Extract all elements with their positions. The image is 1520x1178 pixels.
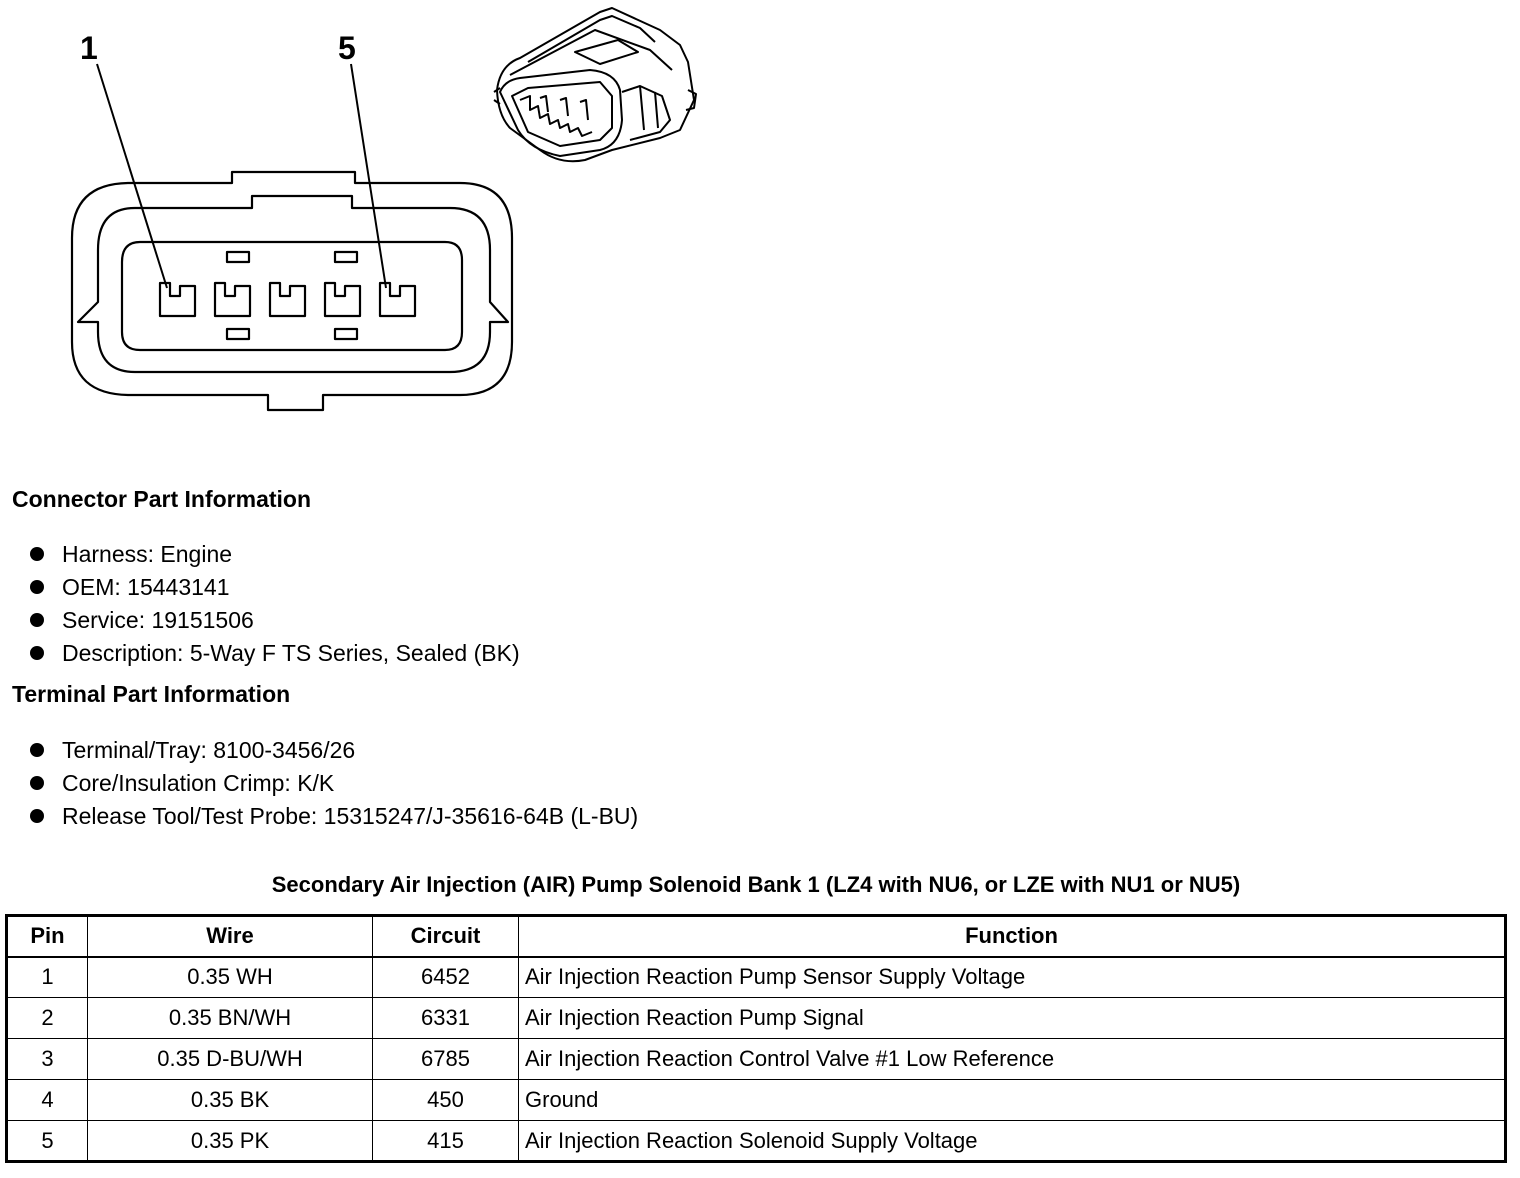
terminal-info-heading: Terminal Part Information — [12, 681, 291, 707]
connector-housing-outline — [70, 170, 514, 412]
header-wire: Wire — [87, 915, 373, 958]
cell-wire: 0.35 BK — [87, 1079, 373, 1121]
table-title: Secondary Air Injection (AIR) Pump Solen… — [271, 872, 1241, 897]
pinout-table: Pin Wire Circuit Function 1 0.35 WH 6452… — [5, 914, 1507, 1163]
terminal-info-item: Terminal/Tray: 8100-3456/26 — [30, 734, 638, 767]
table-row: 1 0.35 WH 6452 Air Injection Reaction Pu… — [6, 956, 1506, 998]
cell-wire: 0.35 PK — [87, 1120, 373, 1162]
terminal-pin-3 — [268, 281, 307, 318]
table-row: 3 0.35 D-BU/WH 6785 Air Injection Reacti… — [6, 1038, 1506, 1080]
callout-leader-1 — [96, 63, 168, 289]
cell-circuit: 6331 — [372, 997, 519, 1039]
cell-function: Air Injection Reaction Pump Sensor Suppl… — [518, 956, 1506, 998]
cell-circuit: 415 — [372, 1120, 519, 1162]
cell-function: Air Injection Reaction Control Valve #1 … — [518, 1038, 1506, 1080]
callout-label-1: 1 — [80, 30, 98, 66]
connector-info-item: OEM: 15443141 — [30, 571, 520, 604]
table-row: 4 0.35 BK 450 Ground — [6, 1079, 1506, 1121]
table-row: 5 0.35 PK 415 Air Injection Reaction Sol… — [6, 1120, 1506, 1162]
cell-function: Air Injection Reaction Solenoid Supply V… — [518, 1120, 1506, 1162]
header-function: Function — [518, 915, 1506, 958]
cell-pin: 3 — [6, 1038, 88, 1080]
cell-circuit: 6785 — [372, 1038, 519, 1080]
terminal-cavity — [120, 240, 464, 352]
table-header-row: Pin Wire Circuit Function — [6, 915, 1506, 958]
connector-info-heading: Connector Part Information — [12, 486, 312, 512]
terminal-pin-4 — [323, 281, 362, 318]
connector-inner-rim — [76, 194, 510, 374]
cell-pin: 4 — [6, 1079, 88, 1121]
connector-info-item: Description: 5-Way F TS Series, Sealed (… — [30, 637, 520, 670]
connector-info-item: Service: 19151506 — [30, 604, 520, 637]
cell-wire: 0.35 BN/WH — [87, 997, 373, 1039]
connector-info-item: Harness: Engine — [30, 538, 520, 571]
connector-info-list: Harness: Engine OEM: 15443141 Service: 1… — [30, 538, 520, 670]
cell-pin: 1 — [6, 956, 88, 998]
top-slot-2 — [333, 250, 359, 264]
connector-diagram — [70, 7, 697, 412]
bottom-slot-1 — [225, 327, 251, 341]
callout-label-5: 5 — [338, 30, 356, 66]
cell-pin: 2 — [6, 997, 88, 1039]
terminal-info-list: Terminal/Tray: 8100-3456/26 Core/Insulat… — [30, 734, 638, 833]
callout-leader-5 — [350, 63, 387, 289]
terminal-pin-2 — [213, 281, 252, 318]
connector-3d-illustration — [493, 7, 697, 163]
terminal-info-item: Core/Insulation Crimp: K/K — [30, 767, 638, 800]
cell-wire: 0.35 D-BU/WH — [87, 1038, 373, 1080]
terminal-info-item: Release Tool/Test Probe: 15315247/J-3561… — [30, 800, 638, 833]
header-pin: Pin — [6, 915, 88, 958]
top-slot-1 — [225, 250, 251, 264]
cell-function: Air Injection Reaction Pump Signal — [518, 997, 1506, 1039]
cell-wire: 0.35 WH — [87, 956, 373, 998]
terminal-pin-5 — [378, 281, 417, 318]
cell-circuit: 450 — [372, 1079, 519, 1121]
header-circuit: Circuit — [372, 915, 519, 958]
terminal-pin-1 — [158, 281, 197, 318]
cell-function: Ground — [518, 1079, 1506, 1121]
cell-pin: 5 — [6, 1120, 88, 1162]
bottom-slot-2 — [333, 327, 359, 341]
table-row: 2 0.35 BN/WH 6331 Air Injection Reaction… — [6, 997, 1506, 1039]
cell-circuit: 6452 — [372, 956, 519, 998]
